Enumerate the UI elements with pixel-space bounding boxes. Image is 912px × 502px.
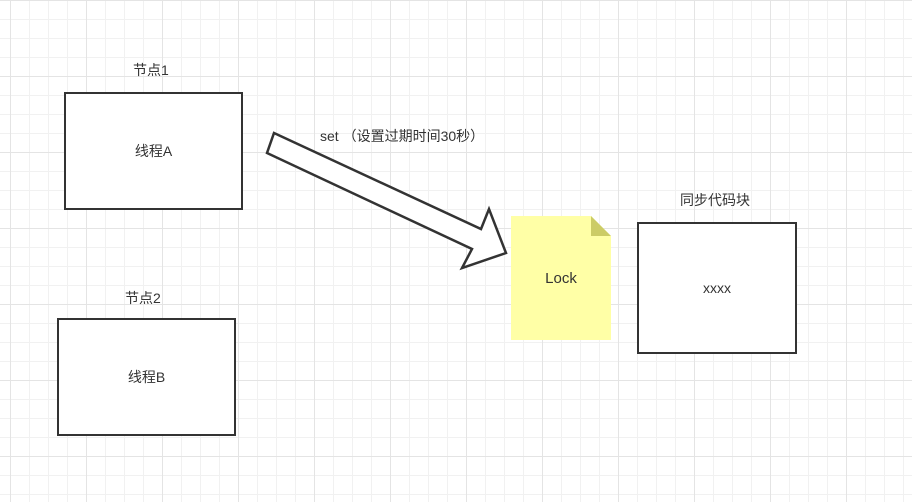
arrow-label: set （设置过期时间30秒） — [320, 128, 485, 144]
thread-a-label: 线程A — [134, 143, 173, 159]
sync-block-box[interactable]: xxxx — [637, 222, 797, 354]
set-arrow[interactable] — [265, 131, 508, 271]
node2-caption: 节点2 — [125, 290, 161, 306]
thread-a-box[interactable]: 线程A — [64, 92, 243, 210]
lock-note-body[interactable] — [511, 216, 611, 340]
lock-note[interactable]: Lock — [511, 216, 611, 340]
node1-caption: 节点1 — [133, 62, 169, 78]
sync-block-caption: 同步代码块 — [680, 192, 750, 208]
sync-block-label: xxxx — [703, 280, 731, 296]
lock-note-fold — [591, 216, 611, 236]
lock-note-label: Lock — [545, 269, 577, 287]
thread-b-label: 线程B — [127, 369, 166, 385]
thread-b-box[interactable]: 线程B — [57, 318, 236, 436]
